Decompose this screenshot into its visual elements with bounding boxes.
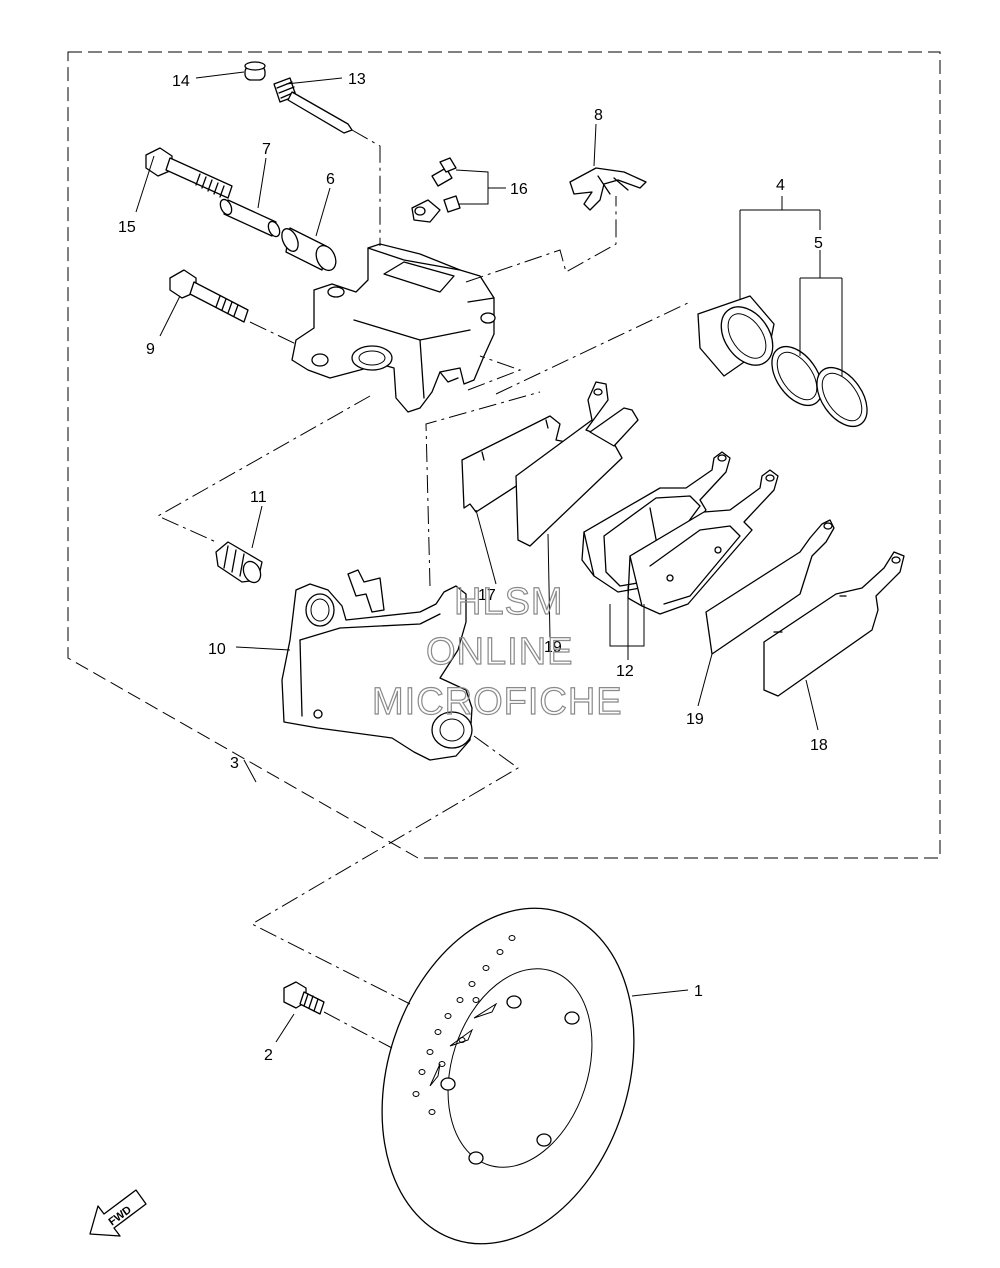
part-14-bleed-cap bbox=[244, 61, 266, 81]
part-6-bushing bbox=[281, 227, 337, 272]
callout-17: 17 bbox=[478, 587, 496, 604]
part-2-disc-bolt bbox=[283, 981, 325, 1015]
callout-14: 14 bbox=[172, 73, 190, 90]
callout-7: 7 bbox=[262, 141, 271, 158]
caliper-body bbox=[291, 243, 496, 413]
callout-1: 1 bbox=[694, 983, 703, 1000]
part-5-seals bbox=[771, 345, 868, 428]
callout-15: 15 bbox=[118, 219, 136, 236]
part-12-brake-pads bbox=[581, 451, 779, 615]
callout-3: 3 bbox=[230, 755, 239, 772]
watermark: HLSM ONLINE MICROFICHE bbox=[371, 580, 623, 723]
callout-2: 2 bbox=[264, 1047, 273, 1064]
part-10-caliper-bracket bbox=[281, 569, 473, 761]
part-16-fitting bbox=[411, 157, 461, 223]
callout-5: 5 bbox=[814, 235, 823, 252]
callout-19-lower: 19 bbox=[686, 711, 704, 728]
watermark-line-3: MICROFICHE bbox=[372, 681, 623, 723]
part-11-boot bbox=[215, 541, 263, 584]
part-19-pad-plate-lower bbox=[705, 519, 835, 655]
callout-18: 18 bbox=[810, 737, 828, 754]
callout-4: 4 bbox=[776, 177, 785, 194]
callout-8: 8 bbox=[594, 107, 603, 124]
watermark-line-2: ONLINE bbox=[426, 631, 573, 673]
callout-13: 13 bbox=[348, 71, 366, 88]
callout-19-upper: 19 bbox=[544, 639, 562, 656]
callout-9: 9 bbox=[146, 341, 155, 358]
callout-11: 11 bbox=[250, 489, 267, 506]
part-19-pad-plate-upper bbox=[515, 381, 639, 547]
assembly-connection-lines bbox=[156, 129, 691, 1049]
callout-6: 6 bbox=[326, 171, 335, 188]
part-8-pad-spring bbox=[569, 167, 647, 211]
callout-leader-lines bbox=[135, 71, 843, 1043]
callout-12: 12 bbox=[616, 663, 634, 680]
part-13-bleed-screw bbox=[273, 77, 353, 134]
part-4-piston bbox=[697, 295, 775, 377]
caliper-assembly-boundary bbox=[67, 51, 941, 859]
part-18-pad-shim bbox=[763, 551, 905, 697]
part-15-bolt bbox=[145, 147, 233, 199]
callout-10: 10 bbox=[208, 641, 226, 658]
part-9-bolt bbox=[169, 269, 249, 323]
watermark-line-1: HLSM bbox=[454, 581, 564, 623]
part-1-brake-disc bbox=[381, 907, 635, 1245]
forward-direction-arrow: FWD bbox=[89, 1189, 147, 1237]
callout-numbers: 14 13 15 7 6 9 8 16 4 5 11 10 3 17 19 12… bbox=[118, 71, 828, 1064]
part-7-pin bbox=[219, 198, 281, 238]
callout-16: 16 bbox=[510, 181, 528, 198]
